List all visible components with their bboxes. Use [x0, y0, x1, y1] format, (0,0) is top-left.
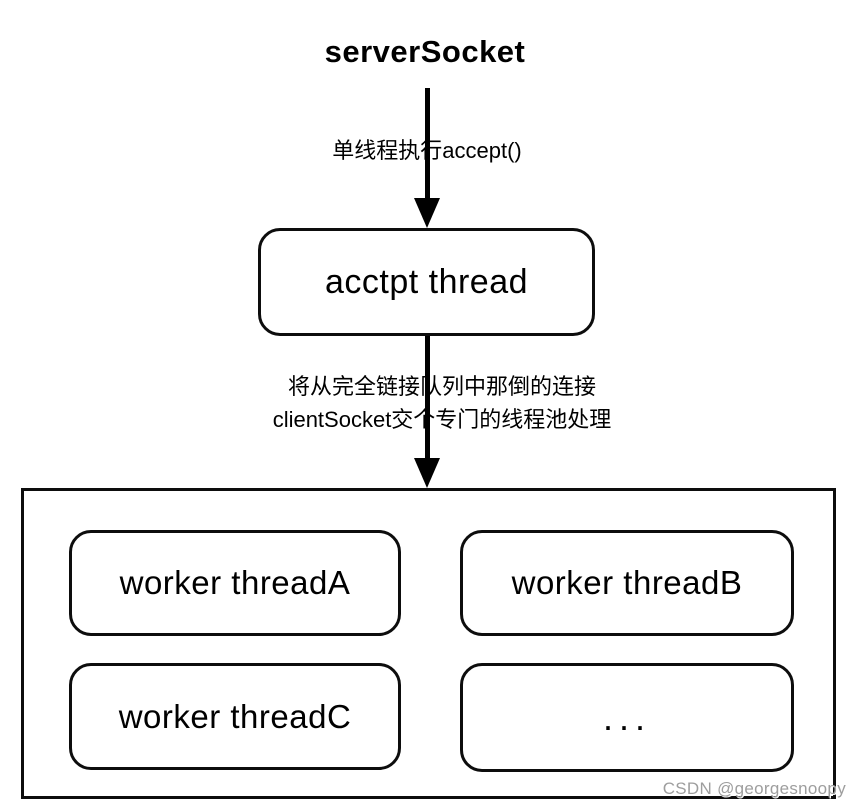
worker-thread-a-label: worker threadA [119, 564, 351, 601]
arrow2-down-arrow-icon [414, 458, 440, 488]
server-socket-title: serverSocket [324, 34, 526, 69]
arrow2-line [425, 336, 430, 460]
worker-thread-b-label: worker threadB [511, 564, 743, 601]
csdn-watermark: CSDN @georgesnoopy [662, 779, 846, 798]
arrow1-down-arrow-icon [414, 198, 440, 228]
accept-thread-label: acctpt thread [324, 262, 529, 301]
arrow1-line [425, 88, 430, 200]
worker-thread-c-box: worker threadC [69, 663, 401, 770]
accept-thread-box: acctpt thread [258, 228, 595, 336]
worker-thread-ellipsis-label: ... [602, 696, 651, 738]
worker-thread-c-label: worker threadC [118, 697, 352, 735]
worker-thread-ellipsis-box: ... [460, 663, 794, 772]
arrow2-label: 将从完全链接队列中那倒的连接 clientSocket交个专门的线程池处理 [0, 370, 850, 436]
arrow2-label-line1: 将从完全链接队列中那倒的连接 [287, 374, 596, 399]
arrow2-label-line2: clientSocket交个专门的线程池处理 [272, 407, 612, 432]
worker-thread-a-box: worker threadA [69, 530, 401, 636]
worker-thread-b-box: worker threadB [460, 530, 794, 636]
arrow1-label: 单线程执行accept() [332, 138, 522, 163]
